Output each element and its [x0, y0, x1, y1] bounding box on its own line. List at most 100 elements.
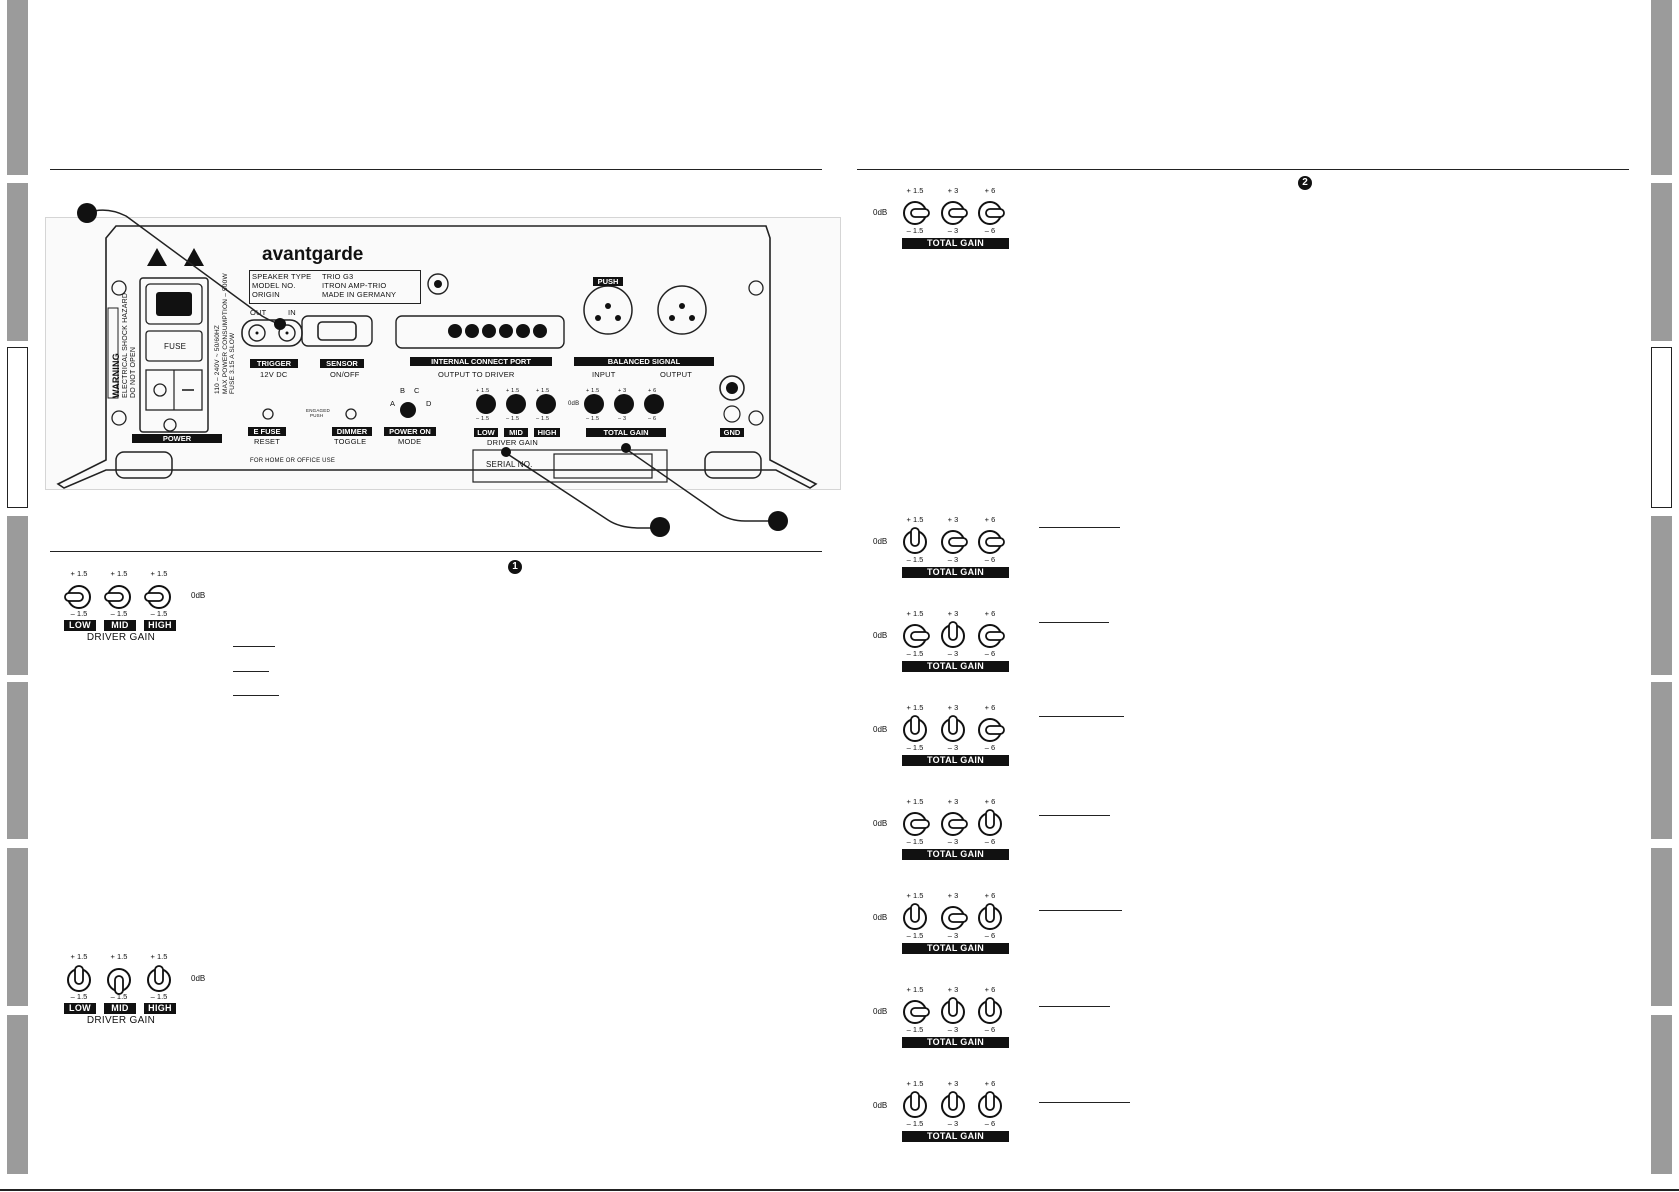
total-knob-2[interactable] [938, 997, 968, 1027]
trigger-label: TRIGGER [250, 359, 298, 368]
knob-lever [910, 1091, 920, 1111]
total-knob-2[interactable] [938, 198, 968, 228]
total-top-2: + 6 [984, 891, 996, 900]
total-bot-0: – 1.5 [906, 226, 924, 235]
left-tab-4[interactable] [7, 516, 28, 675]
total-knob-1[interactable] [900, 809, 930, 839]
total-knob-3[interactable] [975, 997, 1005, 1027]
total-top-0: + 1.5 [906, 186, 924, 195]
total-knob-1[interactable] [900, 715, 930, 745]
brand-logo: avantgarde [262, 244, 364, 265]
panel-total-gain-label: TOTAL GAIN [586, 428, 666, 437]
total-top-0: + 1.5 [906, 703, 924, 712]
panel-total-bot-1: – 3 [618, 416, 627, 422]
total-knob-2[interactable] [938, 527, 968, 557]
underline-blank-8 [1039, 910, 1122, 911]
driver-knob-mid[interactable] [104, 965, 134, 995]
bottom-rule [0, 1189, 1679, 1191]
total-top-0: + 1.5 [906, 985, 924, 994]
total-knob-3[interactable] [975, 903, 1005, 933]
driver-knob-low[interactable] [64, 965, 94, 995]
total-odb-label: 0dB [873, 1007, 888, 1016]
total-knob-1[interactable] [900, 903, 930, 933]
driver-knob-mid[interactable] [104, 582, 134, 612]
total-bot-1: – 3 [947, 837, 959, 846]
total-knob-2[interactable] [938, 809, 968, 839]
driver-bot-0: – 1.5 [70, 609, 88, 618]
power-specs-1: 110 – 240V ~ 50/60HZ [214, 324, 221, 394]
warning-text: WARNING ELECTRICAL SHOCK HAZARD DO NOT O… [111, 293, 138, 398]
total-knob-2[interactable] [938, 903, 968, 933]
right-tab-5[interactable] [1651, 682, 1672, 839]
total-knob-1[interactable] [900, 198, 930, 228]
total-knob-3[interactable] [975, 1091, 1005, 1121]
total-bot-0: – 1.5 [906, 1025, 924, 1034]
right-tab-4[interactable] [1651, 516, 1672, 675]
callout-anchor-label [621, 443, 631, 453]
total-bot-1: – 3 [947, 555, 959, 564]
driver-knob-low[interactable] [64, 582, 94, 612]
trigger-in-label: IN [288, 308, 296, 317]
output-label: OUTPUT [660, 370, 693, 379]
total-knob-1[interactable] [900, 1091, 930, 1121]
knob-lever [910, 1007, 930, 1017]
total-gain-panel-5: 0dB + 1.5 + 3 + 6 – 1.5 – 3 – 6 TOTAL GA… [870, 891, 1020, 961]
right-tab-6[interactable] [1651, 848, 1672, 1006]
left-tab-5[interactable] [7, 682, 28, 839]
driver-bot-0: – 1.5 [70, 992, 88, 1001]
driver-label-high: HIGH [144, 1003, 176, 1014]
panel-driver-bot-0: – 1.5 [476, 416, 490, 422]
section-badge-1: 1 [508, 560, 522, 574]
driver-top-0: + 1.5 [70, 952, 88, 961]
total-odb-label: 0dB [873, 537, 888, 546]
right-tab-1[interactable] [1651, 0, 1672, 175]
total-top-1: + 3 [947, 515, 959, 524]
total-knob-3[interactable] [975, 621, 1005, 651]
total-gain-panel-3: 0dB + 1.5 + 3 + 6 – 1.5 – 3 – 6 TOTAL GA… [870, 703, 1020, 773]
total-bot-0: – 1.5 [906, 555, 924, 564]
mode-a-label: A [390, 399, 396, 408]
right-tab-3-active[interactable] [1651, 347, 1672, 508]
callout-anchor-trigger [274, 318, 286, 330]
total-knob-2[interactable] [938, 1091, 968, 1121]
right-tab-7[interactable] [1651, 1015, 1672, 1174]
right-tab-2[interactable] [1651, 183, 1672, 341]
total-odb-label: 0dB [873, 819, 888, 828]
total-knob-3[interactable] [975, 715, 1005, 745]
left-tab-2[interactable] [7, 183, 28, 341]
knob-lever [985, 903, 995, 923]
engaged-label: ENGAGED [306, 408, 330, 413]
underline-blank-9 [1039, 1006, 1110, 1007]
driver-gain-panel-0: + 1.5 + 1.5 + 1.5 0dB – 1.5 – 1.5 – 1.5 … [60, 568, 220, 648]
knob-lever [985, 809, 995, 829]
panel-driver-label-0: LOW [474, 428, 498, 437]
total-knob-1[interactable] [900, 997, 930, 1027]
driver-top-1: + 1.5 [110, 952, 128, 961]
total-bot-0: – 1.5 [906, 837, 924, 846]
total-knob-2[interactable] [938, 715, 968, 745]
left-tab-3-active[interactable] [7, 347, 28, 508]
driver-knob-high[interactable] [144, 965, 174, 995]
total-gain-panel-6: 0dB + 1.5 + 3 + 6 – 1.5 – 3 – 6 TOTAL GA… [870, 985, 1020, 1055]
total-knob-1[interactable] [900, 621, 930, 651]
total-knob-3[interactable] [975, 527, 1005, 557]
power-label: POWER [132, 434, 222, 443]
panel-driver-label-2: HIGH [534, 428, 560, 437]
total-knob-3[interactable] [975, 809, 1005, 839]
total-bot-1: – 3 [947, 226, 959, 235]
total-knob-3[interactable] [975, 198, 1005, 228]
knob-lever [910, 527, 920, 547]
driver-knob-high[interactable] [144, 582, 174, 612]
driver-top-0: + 1.5 [70, 569, 88, 578]
total-knob-2[interactable] [938, 621, 968, 651]
driver-label-mid: MID [104, 1003, 136, 1014]
total-top-1: + 3 [947, 797, 959, 806]
total-knob-1[interactable] [900, 527, 930, 557]
total-bot-2: – 6 [984, 1025, 996, 1034]
left-tab-6[interactable] [7, 848, 28, 1006]
callout-anchor-serial [501, 447, 511, 457]
left-tab-1[interactable] [7, 0, 28, 175]
info-val-0: TRIO G3 [322, 272, 354, 281]
left-tab-7[interactable] [7, 1015, 28, 1174]
callout-dot-1 [77, 203, 97, 223]
